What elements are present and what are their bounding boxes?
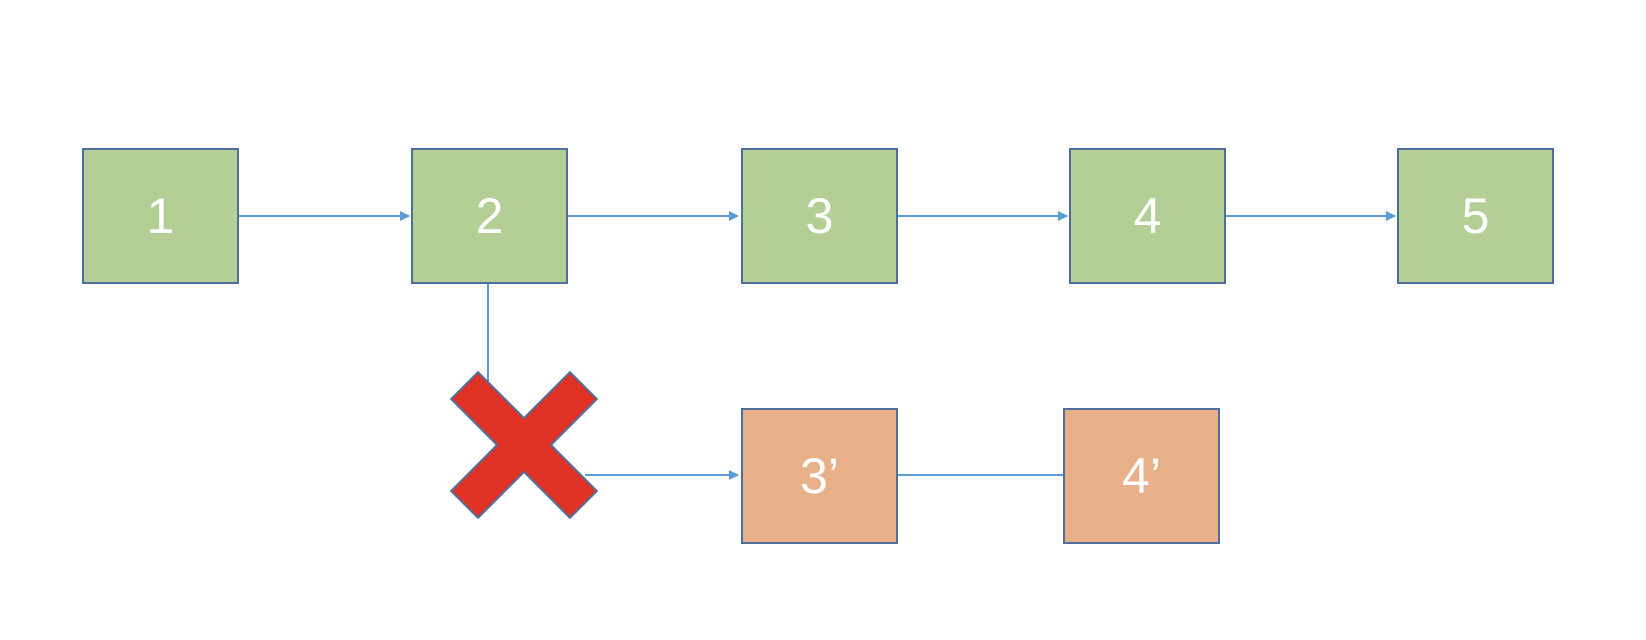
- node-3-label: 3: [805, 188, 834, 244]
- node-2: 2: [411, 148, 568, 284]
- node-3-prime: 3’: [741, 408, 898, 544]
- node-5: 5: [1397, 148, 1554, 284]
- node-3-prime-label: 3’: [800, 448, 839, 504]
- node-1-label: 1: [146, 188, 175, 244]
- node-1: 1: [82, 148, 239, 284]
- node-2-label: 2: [475, 188, 504, 244]
- node-5-label: 5: [1461, 188, 1490, 244]
- node-4-prime-label: 4’: [1122, 448, 1161, 504]
- node-4-label: 4: [1133, 188, 1162, 244]
- node-4: 4: [1069, 148, 1226, 284]
- node-4-prime: 4’: [1063, 408, 1220, 544]
- x-mark-icon: [449, 370, 599, 520]
- node-3: 3: [741, 148, 898, 284]
